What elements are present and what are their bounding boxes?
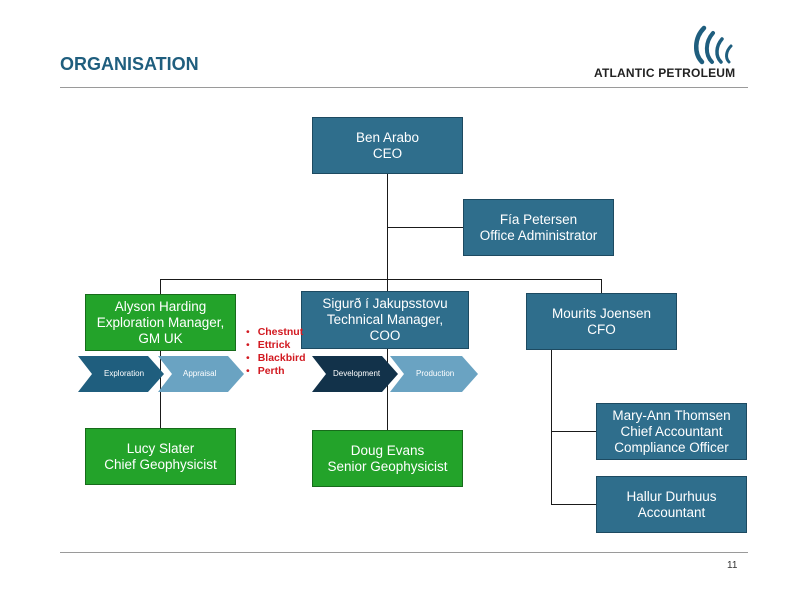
connector-accountant [551,504,596,505]
accountant-box: Hallur Durhuus Accountant [596,476,747,533]
field-list-item: Chestnut [246,326,306,339]
atlantic-petroleum-wave-icon [694,25,733,65]
exploration-label: Exploration [104,369,145,378]
accountant-role: Accountant [637,504,706,520]
office-administrator-box: Fía Petersen Office Administrator [463,199,614,256]
office-admin-name: Fía Petersen [499,211,578,227]
chief-geophysicist-box: Lucy Slater Chief Geophysicist [85,428,236,485]
senior-geophysicist-role: Senior Geophysicist [327,458,448,474]
header-divider [60,87,748,88]
chief-accountant-role-2: Compliance Officer [614,439,729,455]
production-chevron [390,356,478,392]
exploration-manager-name: Alyson Harding [114,298,207,314]
ceo-name: Ben Arabo [355,129,420,145]
connector-technical-down [387,349,388,430]
connector-horizontal-bar [160,279,602,280]
connector-cfo-down [551,350,552,505]
production-label: Production [416,369,455,378]
chief-geophysicist-role: Chief Geophysicist [104,456,217,472]
technical-manager-role-2: COO [369,328,401,343]
senior-geophysicist-box: Doug Evans Senior Geophysicist [312,430,463,487]
cfo-role: CFO [587,321,616,337]
development-chevron [312,356,398,392]
chief-accountant-box: Mary-Ann Thomsen Chief Accountant Compli… [596,403,747,460]
technical-manager-box: Sigurð í Jakupsstovu Technical Manager, … [301,291,469,349]
cfo-box: Mourits Joensen CFO [526,293,677,350]
exploration-chevron [78,356,164,392]
development-label: Development [333,369,381,378]
connector-left-drop [160,279,161,294]
appraisal-chevron [158,356,244,392]
connector-ceo-down [387,173,388,293]
logo-text: ATLANTIC PETROLEUM [594,66,736,80]
technical-manager-role: Technical Manager, [326,312,444,327]
page-number: 11 [727,560,738,571]
chief-accountant-role: Chief Accountant [620,423,723,439]
exploration-manager-role-2: GM UK [138,330,183,346]
field-list-item: Blackbird [246,352,306,365]
senior-geophysicist-name: Doug Evans [350,442,425,458]
slide-title: ORGANISATION [60,54,199,74]
technical-manager-name: Sigurð í Jakupsstovu [322,296,448,311]
connector-right-drop [601,279,602,293]
appraisal-label: Appraisal [183,369,217,378]
field-list: Chestnut Ettrick Blackbird Perth [246,326,306,378]
accountant-name: Hallur Durhuus [626,488,717,504]
ceo-role: CEO [372,145,403,161]
field-list-item: Perth [246,365,306,378]
chief-geophysicist-name: Lucy Slater [126,440,195,456]
connector-admin [387,227,463,228]
chief-accountant-name: Mary-Ann Thomsen [612,407,731,423]
company-logo: ATLANTIC PETROLEUM [594,24,744,84]
footer-divider [60,552,748,553]
exploration-manager-role: Exploration Manager, [96,314,225,330]
ceo-box: Ben Arabo CEO [312,117,463,174]
cfo-name: Mourits Joensen [551,305,652,321]
field-list-item: Ettrick [246,339,306,352]
office-admin-role: Office Administrator [479,227,598,243]
connector-chief-accountant [551,431,596,432]
exploration-manager-box: Alyson Harding Exploration Manager, GM U… [85,294,236,351]
